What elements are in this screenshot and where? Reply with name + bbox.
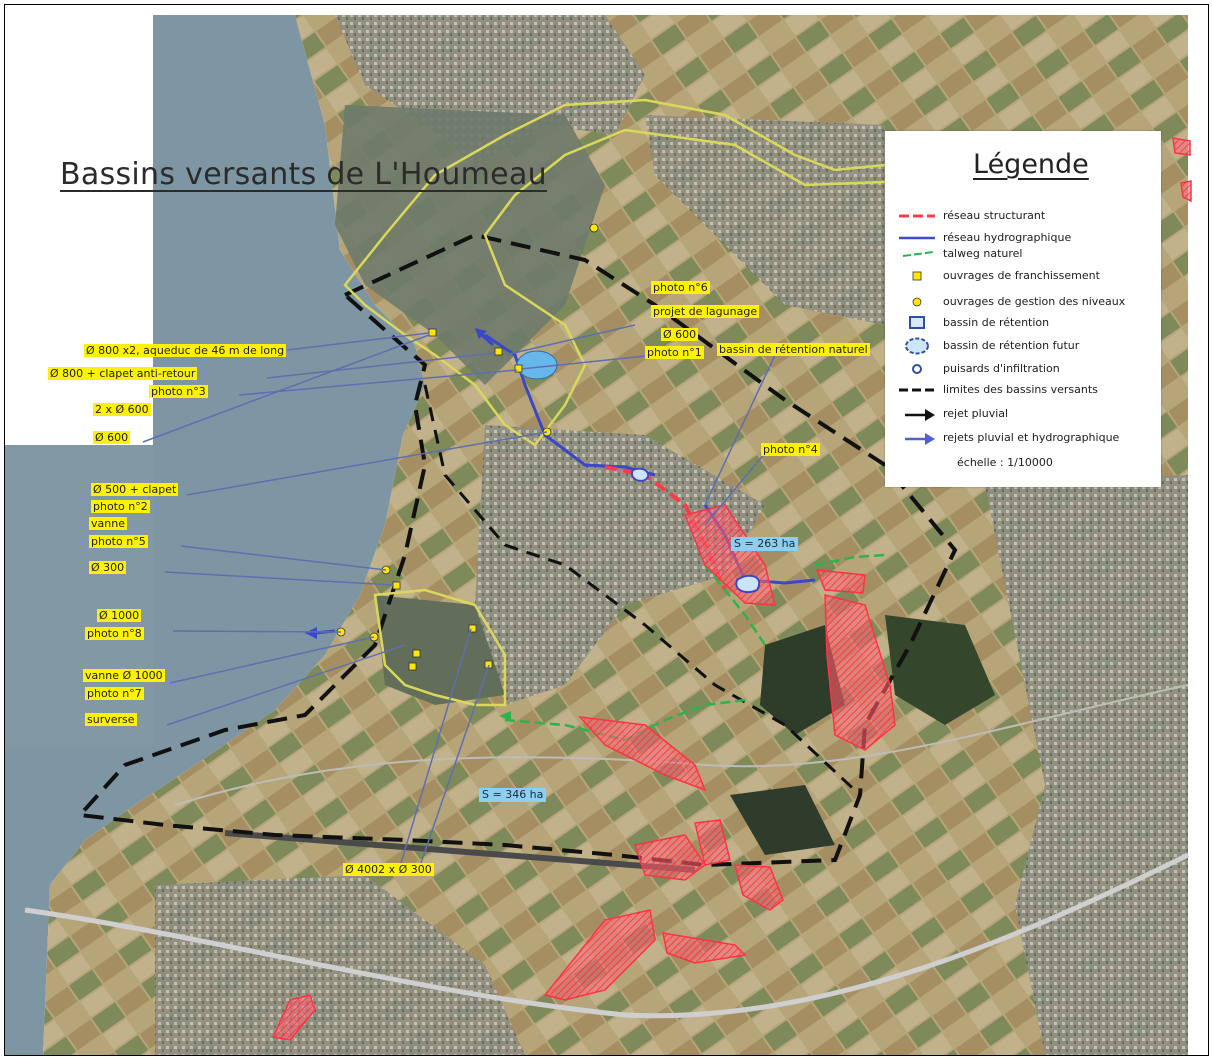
sea-area [5, 15, 425, 1055]
blue-arrow-icon [905, 433, 935, 445]
forest-1 [760, 625, 845, 735]
label-d4002: Ø 4002 x Ø 300 [343, 863, 434, 876]
hatched-zone-edge-1 [1172, 137, 1191, 156]
retention-basin-2[interactable] [735, 574, 761, 594]
highway [24, 852, 1190, 1019]
hatched-zone-10 [271, 994, 316, 1041]
black-dash-line-icon [899, 388, 935, 392]
legend-item-gestion-niveaux: ouvrages de gestion des niveaux [893, 293, 1161, 311]
label-2xd600: 2 x Ø 600 [93, 403, 151, 416]
legend-item-reseau-structurant: réseau structurant [893, 207, 1161, 225]
label-d600-2: Ø 600 [93, 431, 131, 444]
label-d300: Ø 300 [89, 561, 127, 574]
talweg-2 [704, 564, 767, 646]
label-d800-clapet: Ø 800 + clapet anti-retour [48, 367, 198, 380]
hatched-zone-9 [662, 932, 747, 964]
hatched-zone-7 [734, 864, 784, 911]
marsh-outline-north [343, 98, 937, 447]
scale-text: échelle : 1/10000 [957, 456, 1053, 469]
crossing-structure-5[interactable] [468, 624, 477, 633]
label-d1000: Ø 1000 [97, 609, 142, 622]
label-bassin-naturel: bassin de rétention naturel [717, 343, 870, 356]
blue-rectangle-icon [909, 316, 925, 329]
blue-dashed-ellipse-icon [905, 337, 929, 355]
green-dash-line-icon [902, 251, 934, 257]
label-d800x2: Ø 800 x2, aqueduc de 46 m de long [84, 344, 287, 357]
discharge-arrowhead-north [475, 328, 487, 339]
label-photo5: photo n°5 [89, 535, 148, 548]
black-arrow-icon [905, 409, 935, 421]
area-label-263: S = 263 ha [731, 537, 799, 551]
town-center [475, 425, 765, 705]
marsh-south [375, 595, 505, 705]
hatched-zone-6 [694, 819, 731, 866]
talweg-3 [814, 553, 886, 567]
label-photo1: photo n°1 [645, 346, 704, 359]
hatched-zone-4 [578, 716, 707, 792]
retention-basin-1[interactable] [631, 467, 650, 482]
legend-item-rejets-hydro: rejets pluvial et hydrographique [893, 429, 1161, 447]
label-d600-1: Ø 600 [661, 328, 699, 341]
hatched-zone-5 [634, 834, 707, 881]
discharge-arrowhead-south [305, 627, 317, 639]
runway [224, 830, 696, 873]
future-retention-basin[interactable] [516, 350, 558, 380]
hatched-zone-2 [824, 594, 896, 751]
blue-circle-icon [912, 364, 922, 374]
label-photo8: photo n°8 [85, 627, 144, 640]
label-photo7: photo n°7 [85, 687, 144, 700]
town-east [985, 475, 1188, 1055]
legend-item-reseau-hydrographique: réseau hydrographique [893, 229, 1161, 247]
level-structure-1[interactable] [589, 223, 599, 233]
catchment-boundary-inner [423, 384, 862, 797]
catchment-boundary-north [75, 232, 958, 868]
blue-line-icon [899, 236, 935, 240]
legend-item-puisards: puisards d'infiltration [893, 360, 1161, 378]
talweg-arrowhead [499, 711, 511, 721]
legend-item-limites: limites des bassins versants [893, 381, 1161, 399]
label-lagunage: projet de lagunage [651, 305, 760, 318]
crossing-structure-2[interactable] [494, 347, 503, 356]
red-dash-line-icon [899, 214, 935, 218]
marsh-outline-south [373, 588, 507, 707]
legend-panel: Légende réseau structurant réseau hydrog… [885, 131, 1161, 487]
label-photo4: photo n°4 [761, 443, 820, 456]
map-title: Bassins versants de L'Houmeau [60, 157, 547, 192]
legend-item-talweg: talweg naturel [893, 245, 1161, 263]
map-frame: Bassins versants de L'Houmeau photo n°6 … [4, 4, 1209, 1056]
label-vanne-d1000: vanne Ø 1000 [83, 669, 165, 682]
label-vanne: vanne [89, 517, 127, 530]
legend-title: Légende [973, 149, 1089, 180]
marsh-north [335, 105, 605, 385]
yellow-square-icon [912, 271, 922, 281]
town-south [155, 875, 525, 1055]
legend-item-bassin-retention: bassin de rétention [893, 314, 1161, 332]
crossing-structure-6[interactable] [412, 649, 421, 658]
label-photo3: photo n°3 [149, 385, 208, 398]
hatched-zone-edge-2 [1180, 180, 1192, 203]
road-2 [174, 684, 1189, 806]
label-photo6: photo n°6 [651, 281, 710, 294]
label-photo2: photo n°2 [91, 500, 150, 513]
legend-item-bassin-futur: bassin de rétention futur [893, 337, 1161, 355]
legend-item-rejet-pluvial: rejet pluvial [893, 405, 1161, 423]
yellow-circle-icon [912, 297, 922, 307]
label-d500-clapet: Ø 500 + clapet [91, 483, 179, 496]
forest-2 [885, 615, 995, 725]
hatched-zone-3 [815, 569, 866, 594]
crossing-structure-7[interactable] [408, 662, 417, 671]
hatched-zone-8 [543, 909, 656, 1001]
crossing-structure-4[interactable] [392, 581, 401, 590]
area-label-346: S = 346 ha [479, 788, 547, 802]
legend-item-franchissement: ouvrages de franchissement [893, 267, 1161, 285]
forest-3 [730, 785, 835, 855]
crossing-structure-1[interactable] [428, 328, 437, 337]
annotation-leaders [142, 324, 776, 864]
label-surverse: surverse [85, 713, 137, 726]
